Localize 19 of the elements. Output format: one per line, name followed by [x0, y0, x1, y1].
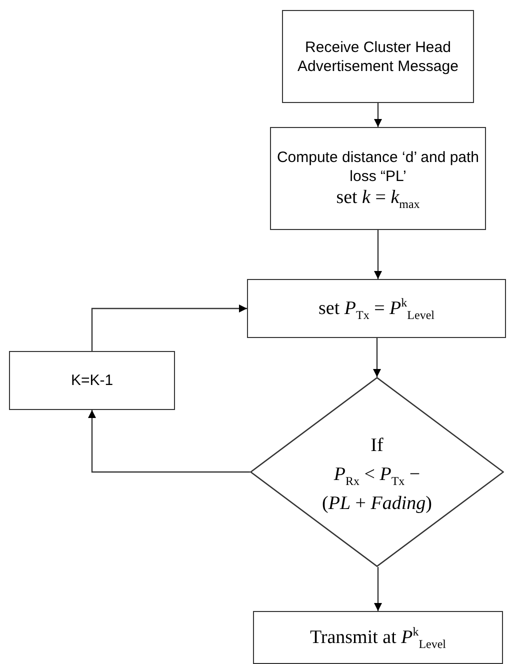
arrow	[373, 338, 381, 377]
arrow	[374, 103, 382, 127]
condition-formula: (PL + Fading)	[322, 492, 432, 514]
step-text: Compute distance ‘d’ and path loss “PL’	[276, 148, 480, 186]
process-box	[247, 279, 506, 338]
process-box	[253, 611, 503, 664]
step-text: set k = k$_{max}$	[336, 186, 420, 209]
process-box	[282, 10, 474, 103]
arrow	[88, 410, 250, 473]
arrow	[374, 567, 382, 611]
process-box	[270, 127, 486, 230]
arrow	[374, 230, 382, 279]
decision-diamond	[250, 377, 504, 567]
arrow	[91, 304, 247, 351]
step-text: Receive Cluster Head Advertisement Message	[296, 38, 460, 76]
step-text: K=K-1	[70, 371, 114, 390]
condition-label: If	[370, 434, 384, 456]
process-box	[9, 351, 175, 410]
condition-formula: P$_{Rx}$ < P$_{Tx}$ −	[334, 462, 420, 486]
